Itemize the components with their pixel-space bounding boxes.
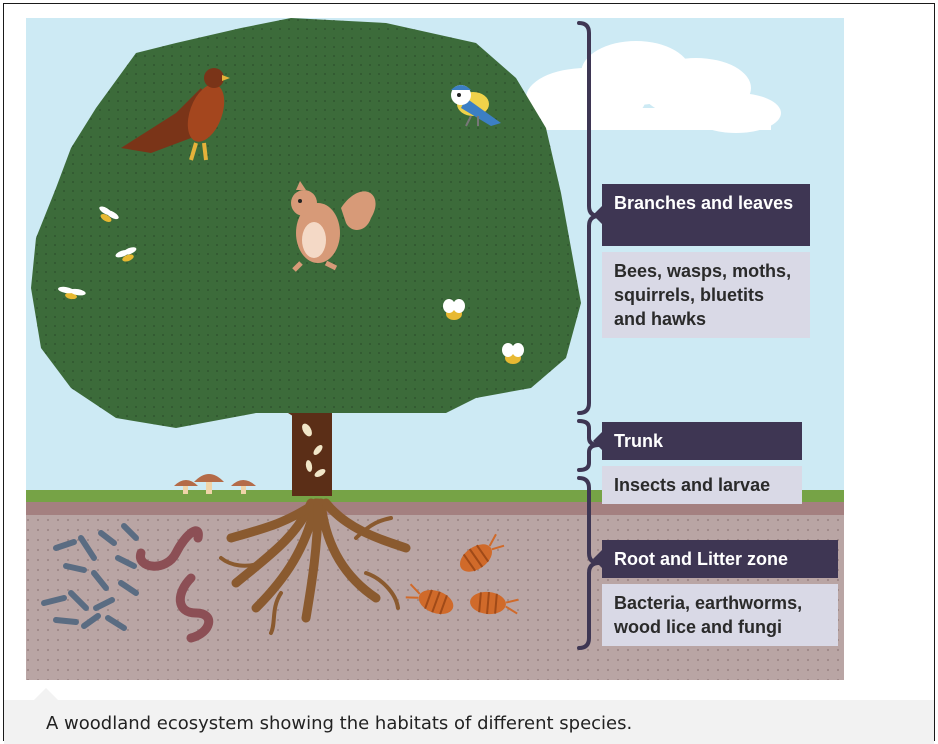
zone-label-trunk: Trunk bbox=[602, 422, 802, 460]
zone-description-text: Bees, wasps, moths, squirrels, bluetits … bbox=[614, 261, 791, 329]
zone-label-pointer bbox=[593, 432, 602, 450]
zone-description-text: Insects and larvae bbox=[614, 475, 770, 495]
zone-description-roots: Bacteria, earthworms, wood lice and fung… bbox=[602, 584, 838, 646]
figure-caption: A woodland ecosystem showing the habitat… bbox=[46, 713, 632, 734]
zone-label-text: Trunk bbox=[614, 431, 663, 451]
zone-label-text: Root and Litter zone bbox=[614, 549, 788, 569]
caption-pointer bbox=[34, 688, 58, 700]
zone-label-branches: Branches and leaves bbox=[602, 184, 810, 246]
figure-frame: Branches and leaves Bees, wasps, moths, … bbox=[3, 3, 935, 741]
zone-description-trunk: Insects and larvae bbox=[602, 466, 802, 504]
woodland-scene bbox=[26, 18, 844, 680]
zone-label-pointer bbox=[593, 550, 602, 568]
zone-description-branches: Bees, wasps, moths, squirrels, bluetits … bbox=[602, 252, 810, 338]
zone-label-text: Branches and leaves bbox=[614, 193, 793, 213]
zone-label-pointer bbox=[593, 206, 602, 224]
ecosystem-illustration bbox=[26, 18, 844, 680]
zone-label-roots: Root and Litter zone bbox=[602, 540, 838, 578]
zone-description-text: Bacteria, earthworms, wood lice and fung… bbox=[614, 593, 802, 637]
